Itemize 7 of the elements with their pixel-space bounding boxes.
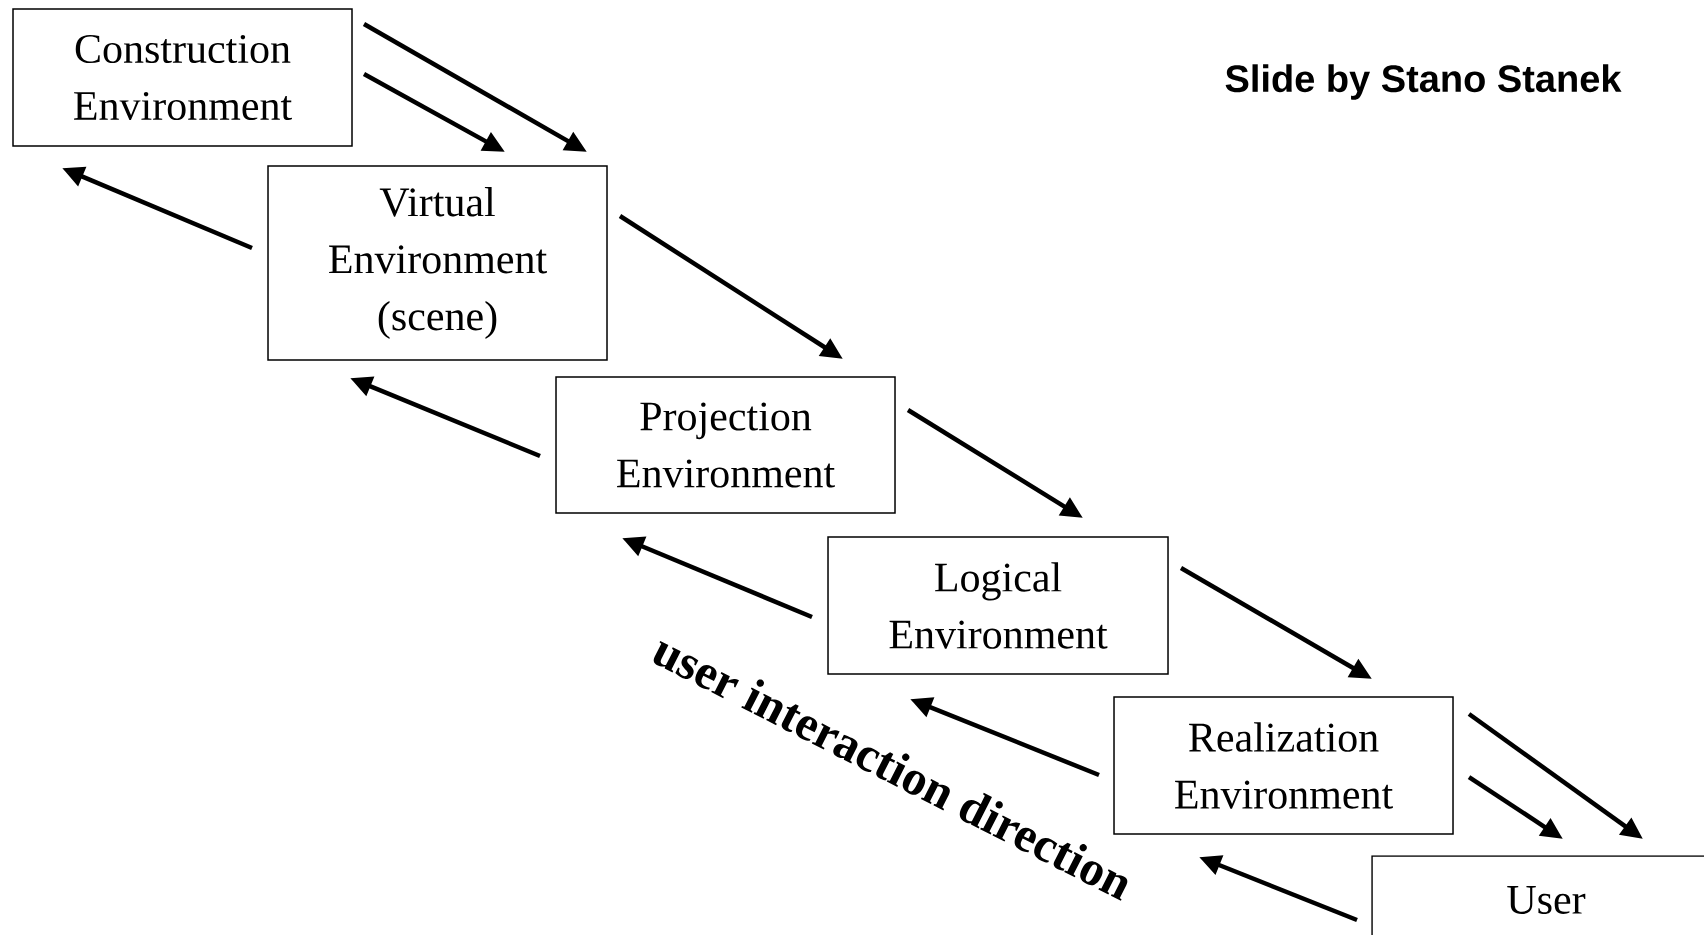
- process-box: Virtual Environment (scene): [267, 165, 608, 361]
- process-box: User: [1371, 855, 1704, 935]
- process-box: Logical Environment: [827, 536, 1169, 675]
- process-box: Realization Environment: [1113, 696, 1454, 835]
- process-box: Construction Environment: [12, 8, 353, 147]
- credit-text: Slide by Stano Stanek: [1225, 64, 1622, 100]
- process-box: Projection Environment: [555, 376, 896, 514]
